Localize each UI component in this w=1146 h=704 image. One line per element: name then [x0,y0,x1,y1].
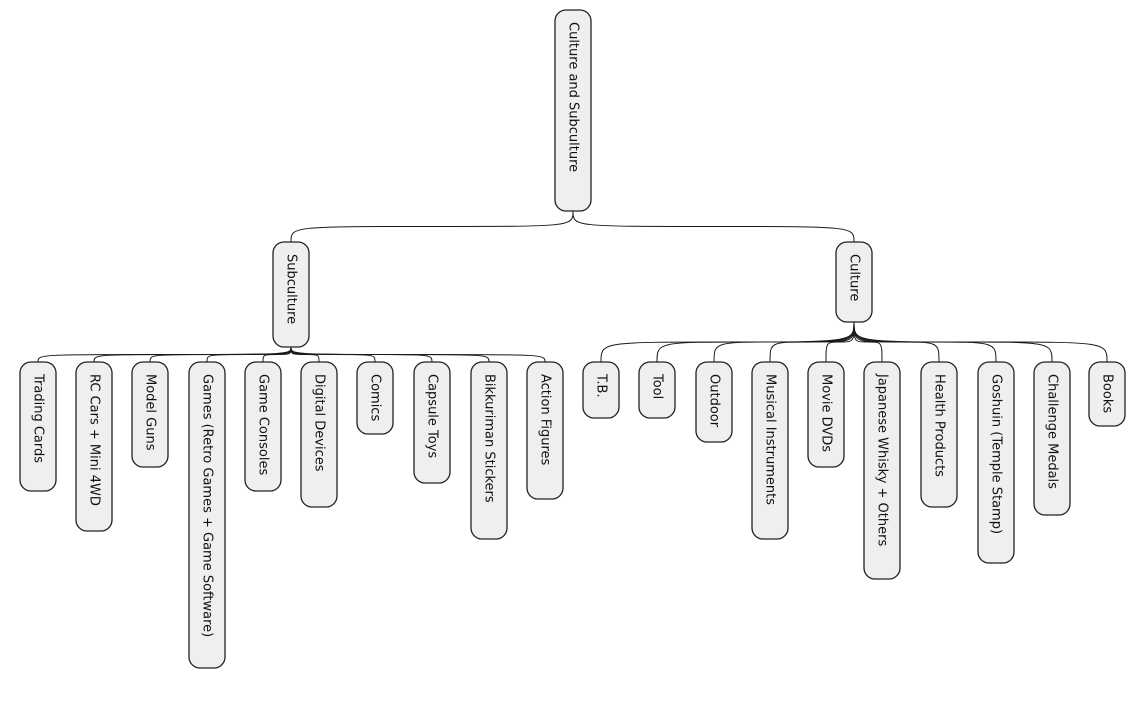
edge-subculture-to-action-figures [290,346,546,363]
leaf-node-rc-cars-mini-4wd[interactable]: RC Cars + Mini 4WD [75,361,113,532]
root-node-culture-and-subculture[interactable]: Culture and Subculture [554,9,592,212]
mindmap-nodes: Culture and SubcultureSubcultureTrading … [19,9,1126,669]
leaf-node-box [977,361,1015,564]
leaf-node-digital-devices[interactable]: Digital Devices [300,361,338,508]
leaf-node-label: Outdoor [707,374,722,428]
leaf-node-label: T.B. [594,373,609,398]
leaf-node-box [807,361,845,468]
edge-root-to-subculture [290,210,574,243]
leaf-node-label: Game Consoles [256,374,271,475]
leaf-node-box [695,361,733,443]
leaf-node-musical-instruments[interactable]: Musical Instruments [751,361,789,540]
connector-lines [37,210,1108,363]
leaf-node-box [244,361,282,492]
edge-subculture-to-games-retro-games-game-software [206,346,292,363]
leaf-node-box [751,361,789,540]
leaf-node-trading-cards[interactable]: Trading Cards [19,361,57,492]
edge-culture-to-musical-instruments [769,321,855,363]
leaf-node-bikkuriman-stickers[interactable]: Bikkuriman Stickers [470,361,508,540]
leaf-node-books[interactable]: Books [1088,361,1126,427]
leaf-node-label: RC Cars + Mini 4WD [87,374,102,506]
root-node-box [554,9,592,212]
leaf-node-action-figures[interactable]: Action Figures [526,361,564,500]
leaf-node-capsule-toys[interactable]: Capsule Toys [413,361,451,484]
leaf-node-label: Games (Retro Games + Game Software) [200,374,215,637]
leaf-node-comics[interactable]: Comics [356,361,394,435]
leaf-node-t-b[interactable]: T.B. [582,361,620,419]
leaf-node-box [356,361,394,435]
leaf-node-movie-dvds[interactable]: Movie DVDs [807,361,845,468]
leaf-node-model-guns[interactable]: Model Guns [131,361,169,468]
leaf-node-label: Health Products [932,374,947,477]
leaf-node-label: Japanese Whisky + Others [875,373,890,546]
leaf-node-label: Tool [650,373,665,399]
edge-culture-to-books [853,321,1108,363]
leaf-node-box [188,361,226,669]
leaf-node-box [863,361,901,580]
leaf-node-box [75,361,113,532]
root-node-label: Culture and Subculture [566,22,581,172]
leaf-node-tool[interactable]: Tool [638,361,676,419]
leaf-node-challenge-medals[interactable]: Challenge Medals [1033,361,1071,516]
leaf-node-label: Action Figures [538,374,553,466]
leaf-node-box [582,361,620,419]
leaf-node-box [19,361,57,492]
leaf-node-box [131,361,169,468]
leaf-node-box [638,361,676,419]
branch-node-subculture[interactable]: Subculture [272,241,310,348]
leaf-node-label: Model Guns [143,374,158,451]
branch-node-label: Subculture [284,254,299,324]
leaf-node-box [300,361,338,508]
leaf-node-label: Challenge Medals [1045,374,1060,489]
edge-culture-to-movie-dvds [825,321,855,363]
leaf-node-goshuin-temple-stamp[interactable]: Goshuin (Temple Stamp) [977,361,1015,564]
leaf-node-label: Capsule Toys [425,374,440,458]
leaf-node-label: Comics [368,374,383,421]
leaf-node-label: Books [1100,374,1115,413]
leaf-node-label: Musical Instruments [763,374,778,505]
branch-node-culture[interactable]: Culture [835,241,873,323]
leaf-node-box [470,361,508,540]
leaf-node-game-consoles[interactable]: Game Consoles [244,361,282,492]
leaf-node-label: Bikkuriman Stickers [482,374,497,503]
leaf-node-outdoor[interactable]: Outdoor [695,361,733,443]
leaf-node-box [526,361,564,500]
leaf-node-japanese-whisky-others[interactable]: Japanese Whisky + Others [863,361,901,580]
leaf-node-label: Digital Devices [312,374,327,472]
leaf-node-box [1033,361,1071,516]
branch-node-label: Culture [847,254,862,301]
leaf-node-health-products[interactable]: Health Products [920,361,958,508]
leaf-node-box [920,361,958,508]
edge-subculture-to-game-consoles [262,346,292,363]
leaf-node-label: Trading Cards [31,373,46,463]
branch-node-box [272,241,310,348]
edge-root-to-culture [572,210,855,243]
leaf-node-label: Movie DVDs [819,374,834,452]
leaf-node-label: Goshuin (Temple Stamp) [989,374,1004,534]
branch-node-box [835,241,873,323]
edge-culture-to-japanese-whisky-others [853,321,883,363]
edge-culture-to-outdoor [713,321,855,363]
leaf-node-box [413,361,451,484]
leaf-node-box [1088,361,1126,427]
leaf-node-games-retro-games-game-software[interactable]: Games (Retro Games + Game Software) [188,361,226,669]
